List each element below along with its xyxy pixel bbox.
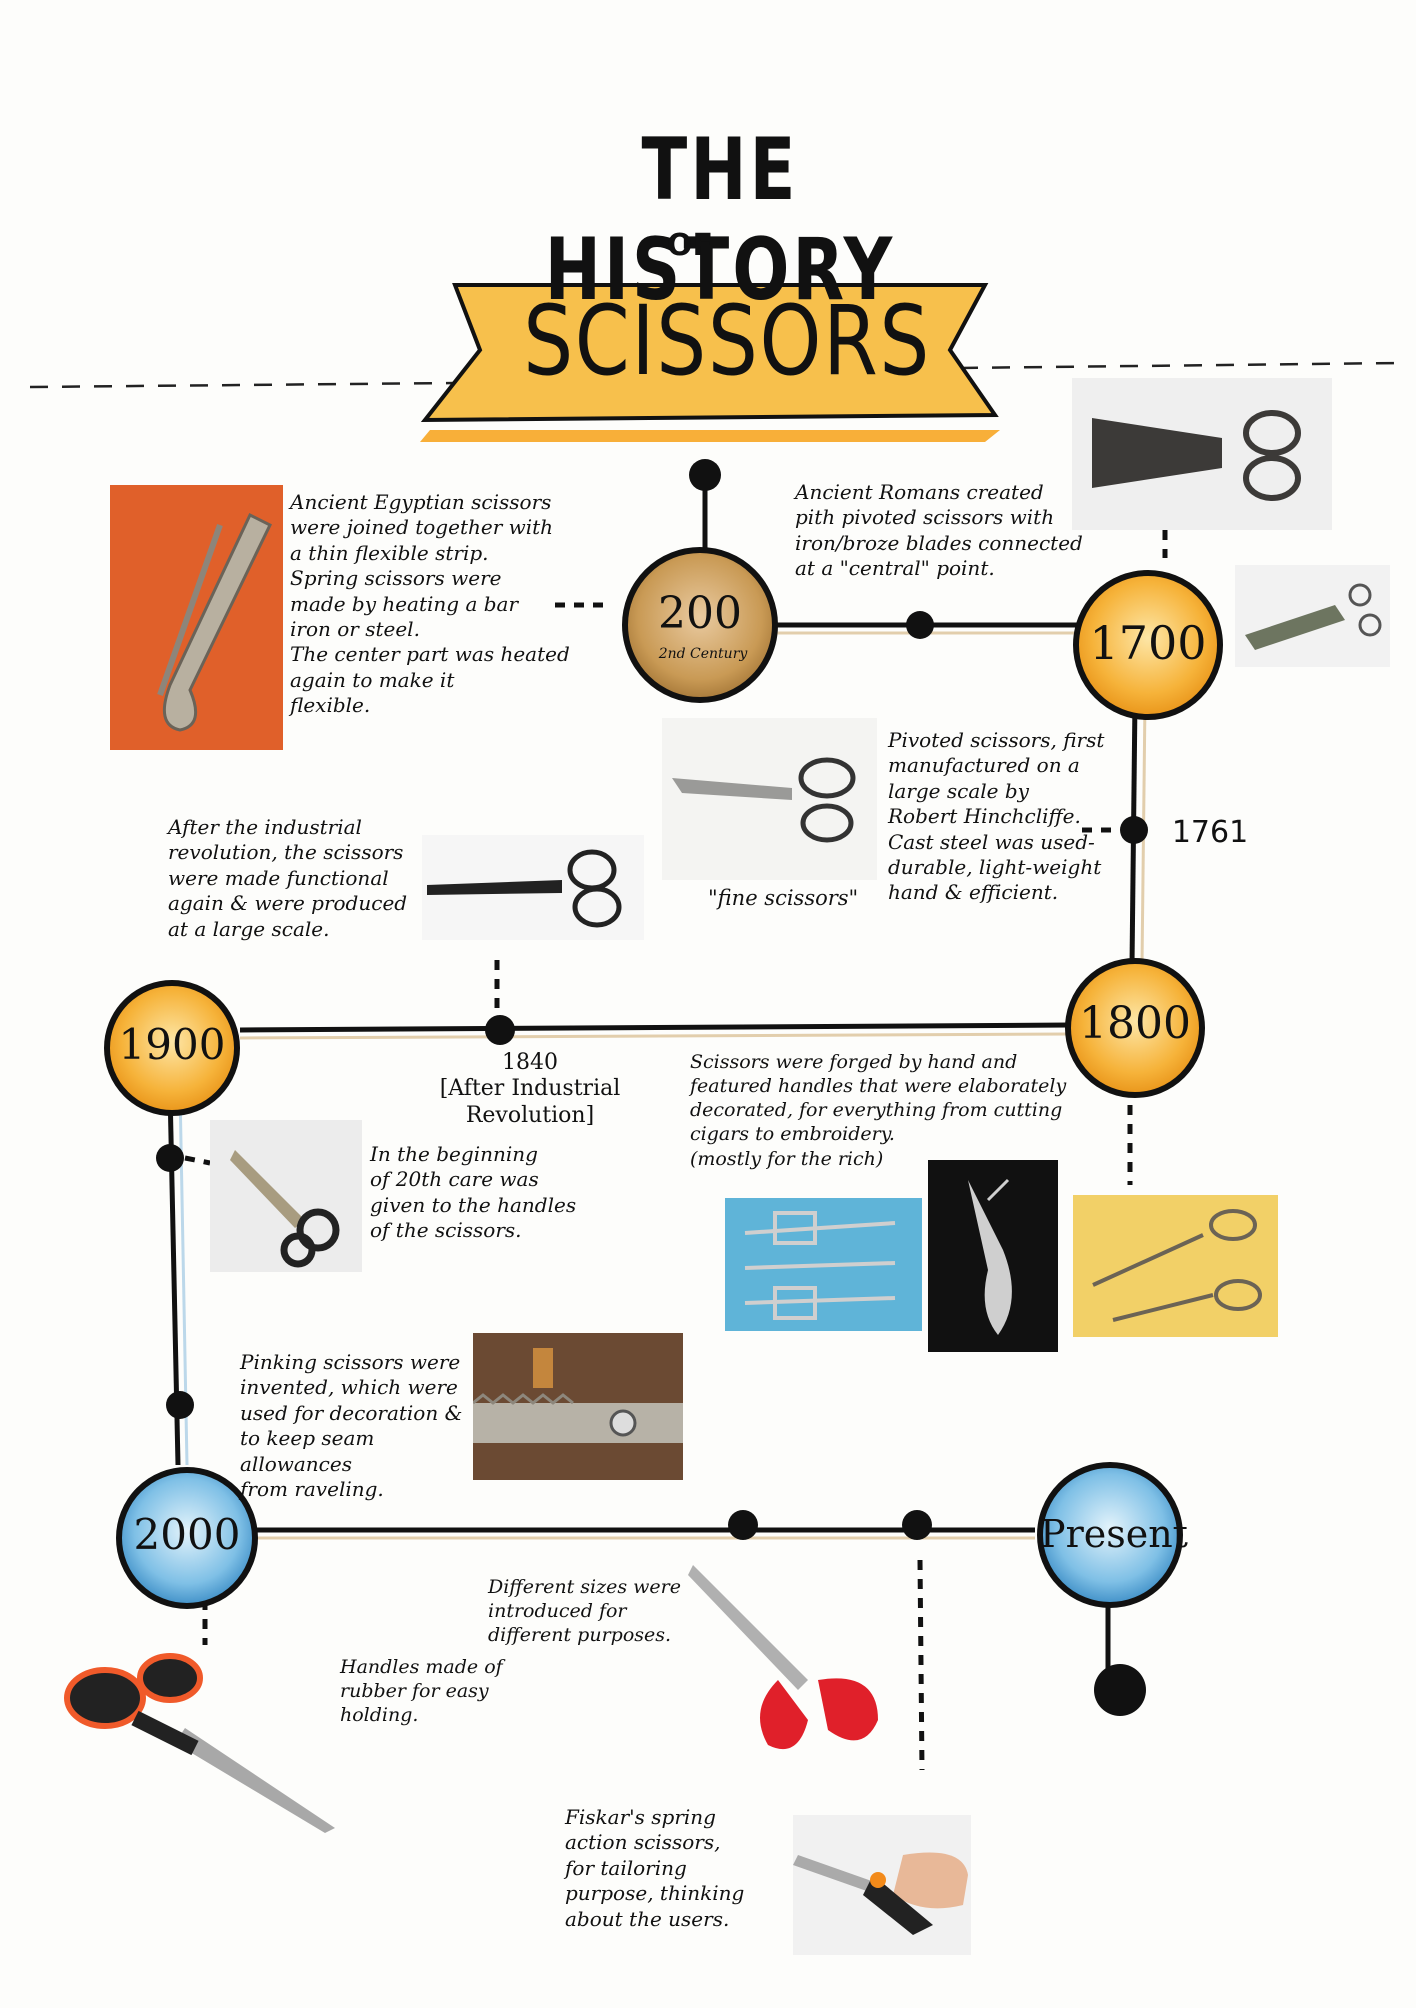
ornate-scissors-photo-1 (725, 1198, 922, 1331)
node-1800-label: 1800 (1079, 998, 1191, 1049)
green-scissors-photo (1235, 565, 1390, 667)
fine-scissors-caption: "fine scissors" (708, 886, 859, 910)
roman-scissors-photo (1072, 378, 1332, 530)
node-1700-circle (1073, 570, 1223, 720)
node-200-sublabel: 2nd Century (658, 646, 748, 662)
rubber-handle-scissors-photo (55, 1648, 340, 1833)
node-present-circle (1037, 1462, 1183, 1608)
note-roman: Ancient Romans created pith pivoted scis… (795, 480, 1083, 581)
ornate-scissors-photo-2 (1073, 1195, 1278, 1337)
note-forged: Scissors were forged by hand and feature… (690, 1051, 1067, 1170)
node-1900-circle (104, 980, 240, 1116)
egyptian-scissors-photo (110, 485, 283, 750)
marker-1840: 1840 [After Industrial Revolution] (439, 1050, 621, 1128)
title-of: OF (667, 228, 713, 263)
timeline-dots (156, 459, 1148, 1716)
note-rubber: Handles made of rubber for easy holding. (340, 1656, 503, 1727)
node-200-circle (622, 547, 778, 703)
note-egyptian: Ancient Egyptian scissors were joined to… (290, 490, 570, 718)
node-1900-label: 1900 (118, 1020, 226, 1069)
note-industrial: After the industrial revolution, the sci… (168, 815, 408, 941)
page-title: THE HISTORY (544, 120, 896, 320)
note-pinking: Pinking scissors were invented, which we… (240, 1350, 463, 1501)
pinking-scissors-photo (473, 1333, 683, 1480)
dashed-connectors (183, 530, 1168, 1771)
marker-1761: 1761 (1171, 815, 1249, 850)
century20-scissors-photo (210, 1120, 362, 1272)
banner-title: SCISSORS (523, 285, 932, 397)
note-sizes: Different sizes were introduced for diff… (488, 1576, 681, 1647)
industrial-scissors-photo (422, 835, 644, 940)
fiskars-scissors-photo (793, 1815, 971, 1955)
node-200-label: 200 (658, 588, 742, 639)
note-fiskars: Fiskar's spring action scissors, for tai… (565, 1805, 745, 1931)
note-hinchliffe: Pivoted scissors, first manufactured on … (888, 728, 1105, 905)
node-1800-circle (1065, 958, 1205, 1098)
red-scissors-photo (688, 1560, 898, 1765)
scissors-banner (420, 283, 1000, 442)
stork-scissors-photo (928, 1160, 1058, 1352)
fine-scissors-photo (662, 718, 877, 880)
node-2000-circle (116, 1467, 258, 1609)
node-present-label: Present (1040, 1512, 1188, 1556)
node-2000-label: 2000 (133, 1510, 241, 1559)
note-century20: In the beginning of 20th care was given … (370, 1142, 577, 1243)
dashed-horizon-line (29, 361, 1401, 389)
node-1700-label: 1700 (1089, 616, 1207, 670)
